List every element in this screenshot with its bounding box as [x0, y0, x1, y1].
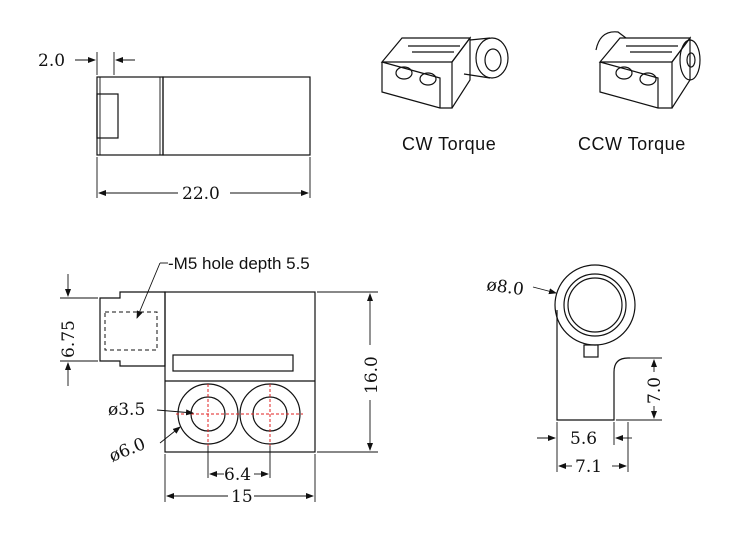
end-view-outer-circle — [554, 264, 636, 346]
dim-hole-spacing: 6.4 — [224, 465, 251, 485]
dim-hole-outer: ø6.0 — [106, 434, 148, 467]
dim-end-slot-height: 7.0 — [645, 377, 665, 404]
front-view-block — [164, 291, 316, 453]
dim-side-length: 22.0 — [182, 184, 220, 204]
dim-end-inner-width: 5.6 — [570, 429, 597, 449]
side-view-shaft — [162, 76, 311, 156]
dim-end-diameter: ø8.0 — [485, 275, 525, 300]
note-m5-hole: -M5 hole depth 5.5 — [168, 254, 310, 273]
end-view: ø8.0 7.0 5.6 7.1 — [485, 264, 665, 477]
side-view: 2.0 22.0 — [38, 51, 311, 204]
dim-front-left-height: 6.75 — [59, 320, 79, 358]
iso-view-cw: CW Torque — [380, 36, 509, 154]
iso-view-ccw: CCW Torque — [578, 31, 701, 154]
side-view-hex-key — [96, 93, 119, 139]
dim-end-outer-width: 7.1 — [575, 457, 602, 477]
side-view-cap — [96, 76, 164, 156]
front-view-slot — [172, 354, 294, 372]
dim-front-height: 16.0 — [362, 356, 382, 394]
dim-front-width: 15 — [231, 487, 253, 507]
label-ccw-torque: CCW Torque — [578, 134, 686, 154]
dim-hole-inner: ø3.5 — [108, 400, 145, 420]
dim-side-left: 2.0 — [38, 51, 65, 71]
front-view: -M5 hole depth 5.5 6.75 16.0 ø3.5 — [59, 254, 382, 507]
label-cw-torque: CW Torque — [402, 134, 496, 154]
front-view-boss — [99, 291, 166, 367]
